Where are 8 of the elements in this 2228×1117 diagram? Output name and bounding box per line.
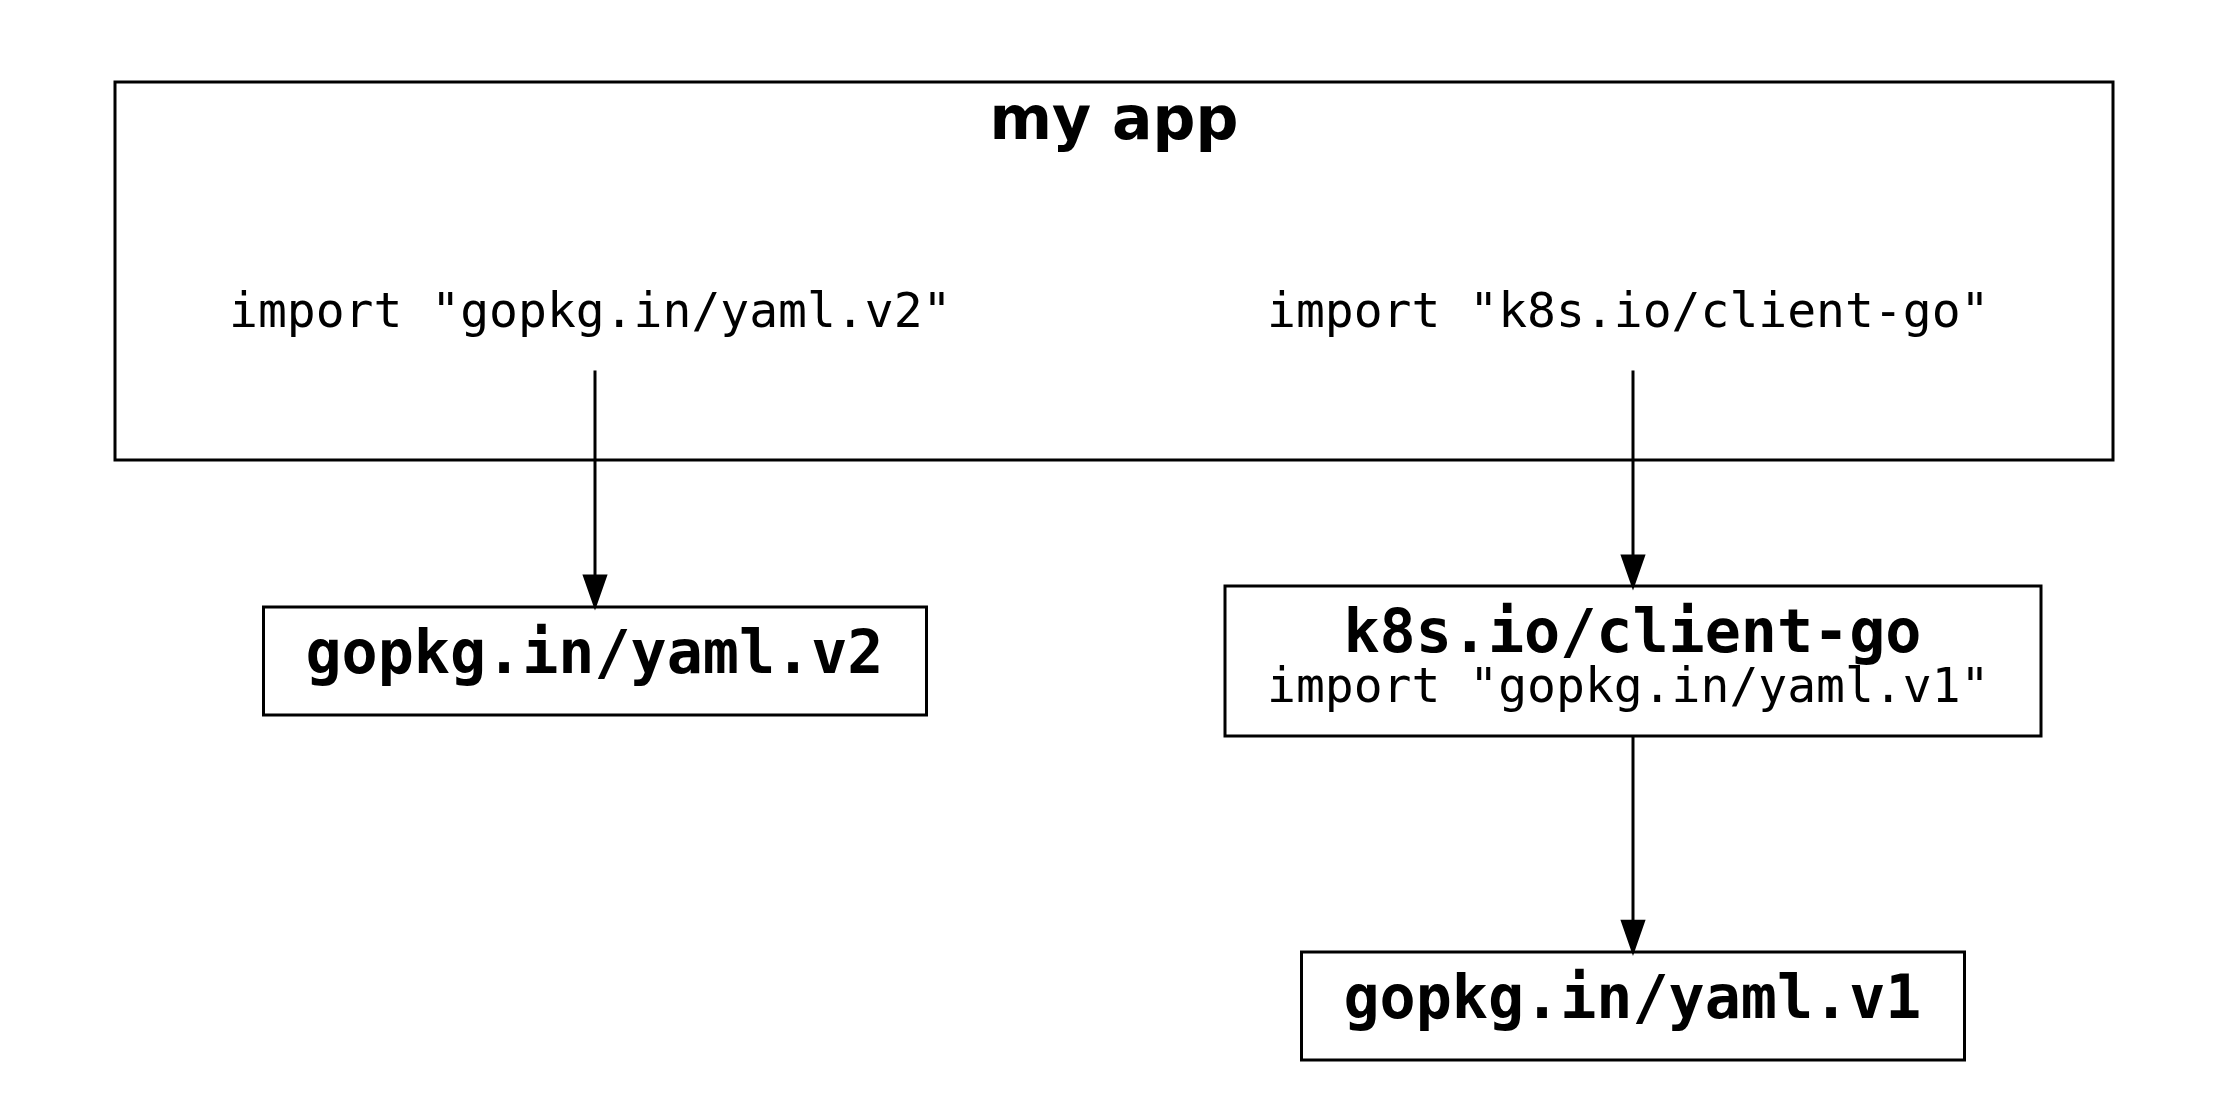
node-box: gopkg.in/yaml.v1 bbox=[1300, 950, 1966, 1061]
node-box: k8s.io/client-go import "gopkg.in/yaml.v1" bbox=[1223, 584, 2043, 737]
arrow bbox=[582, 370, 608, 611]
node-box: gopkg.in/yaml.v2 bbox=[262, 605, 928, 716]
node-text: import "k8s.io/client-go" bbox=[1267, 281, 1990, 338]
node-text: import "gopkg.in/yaml.v2" bbox=[229, 281, 952, 338]
arrow bbox=[1620, 736, 1646, 956]
arrow bbox=[1620, 370, 1646, 590]
